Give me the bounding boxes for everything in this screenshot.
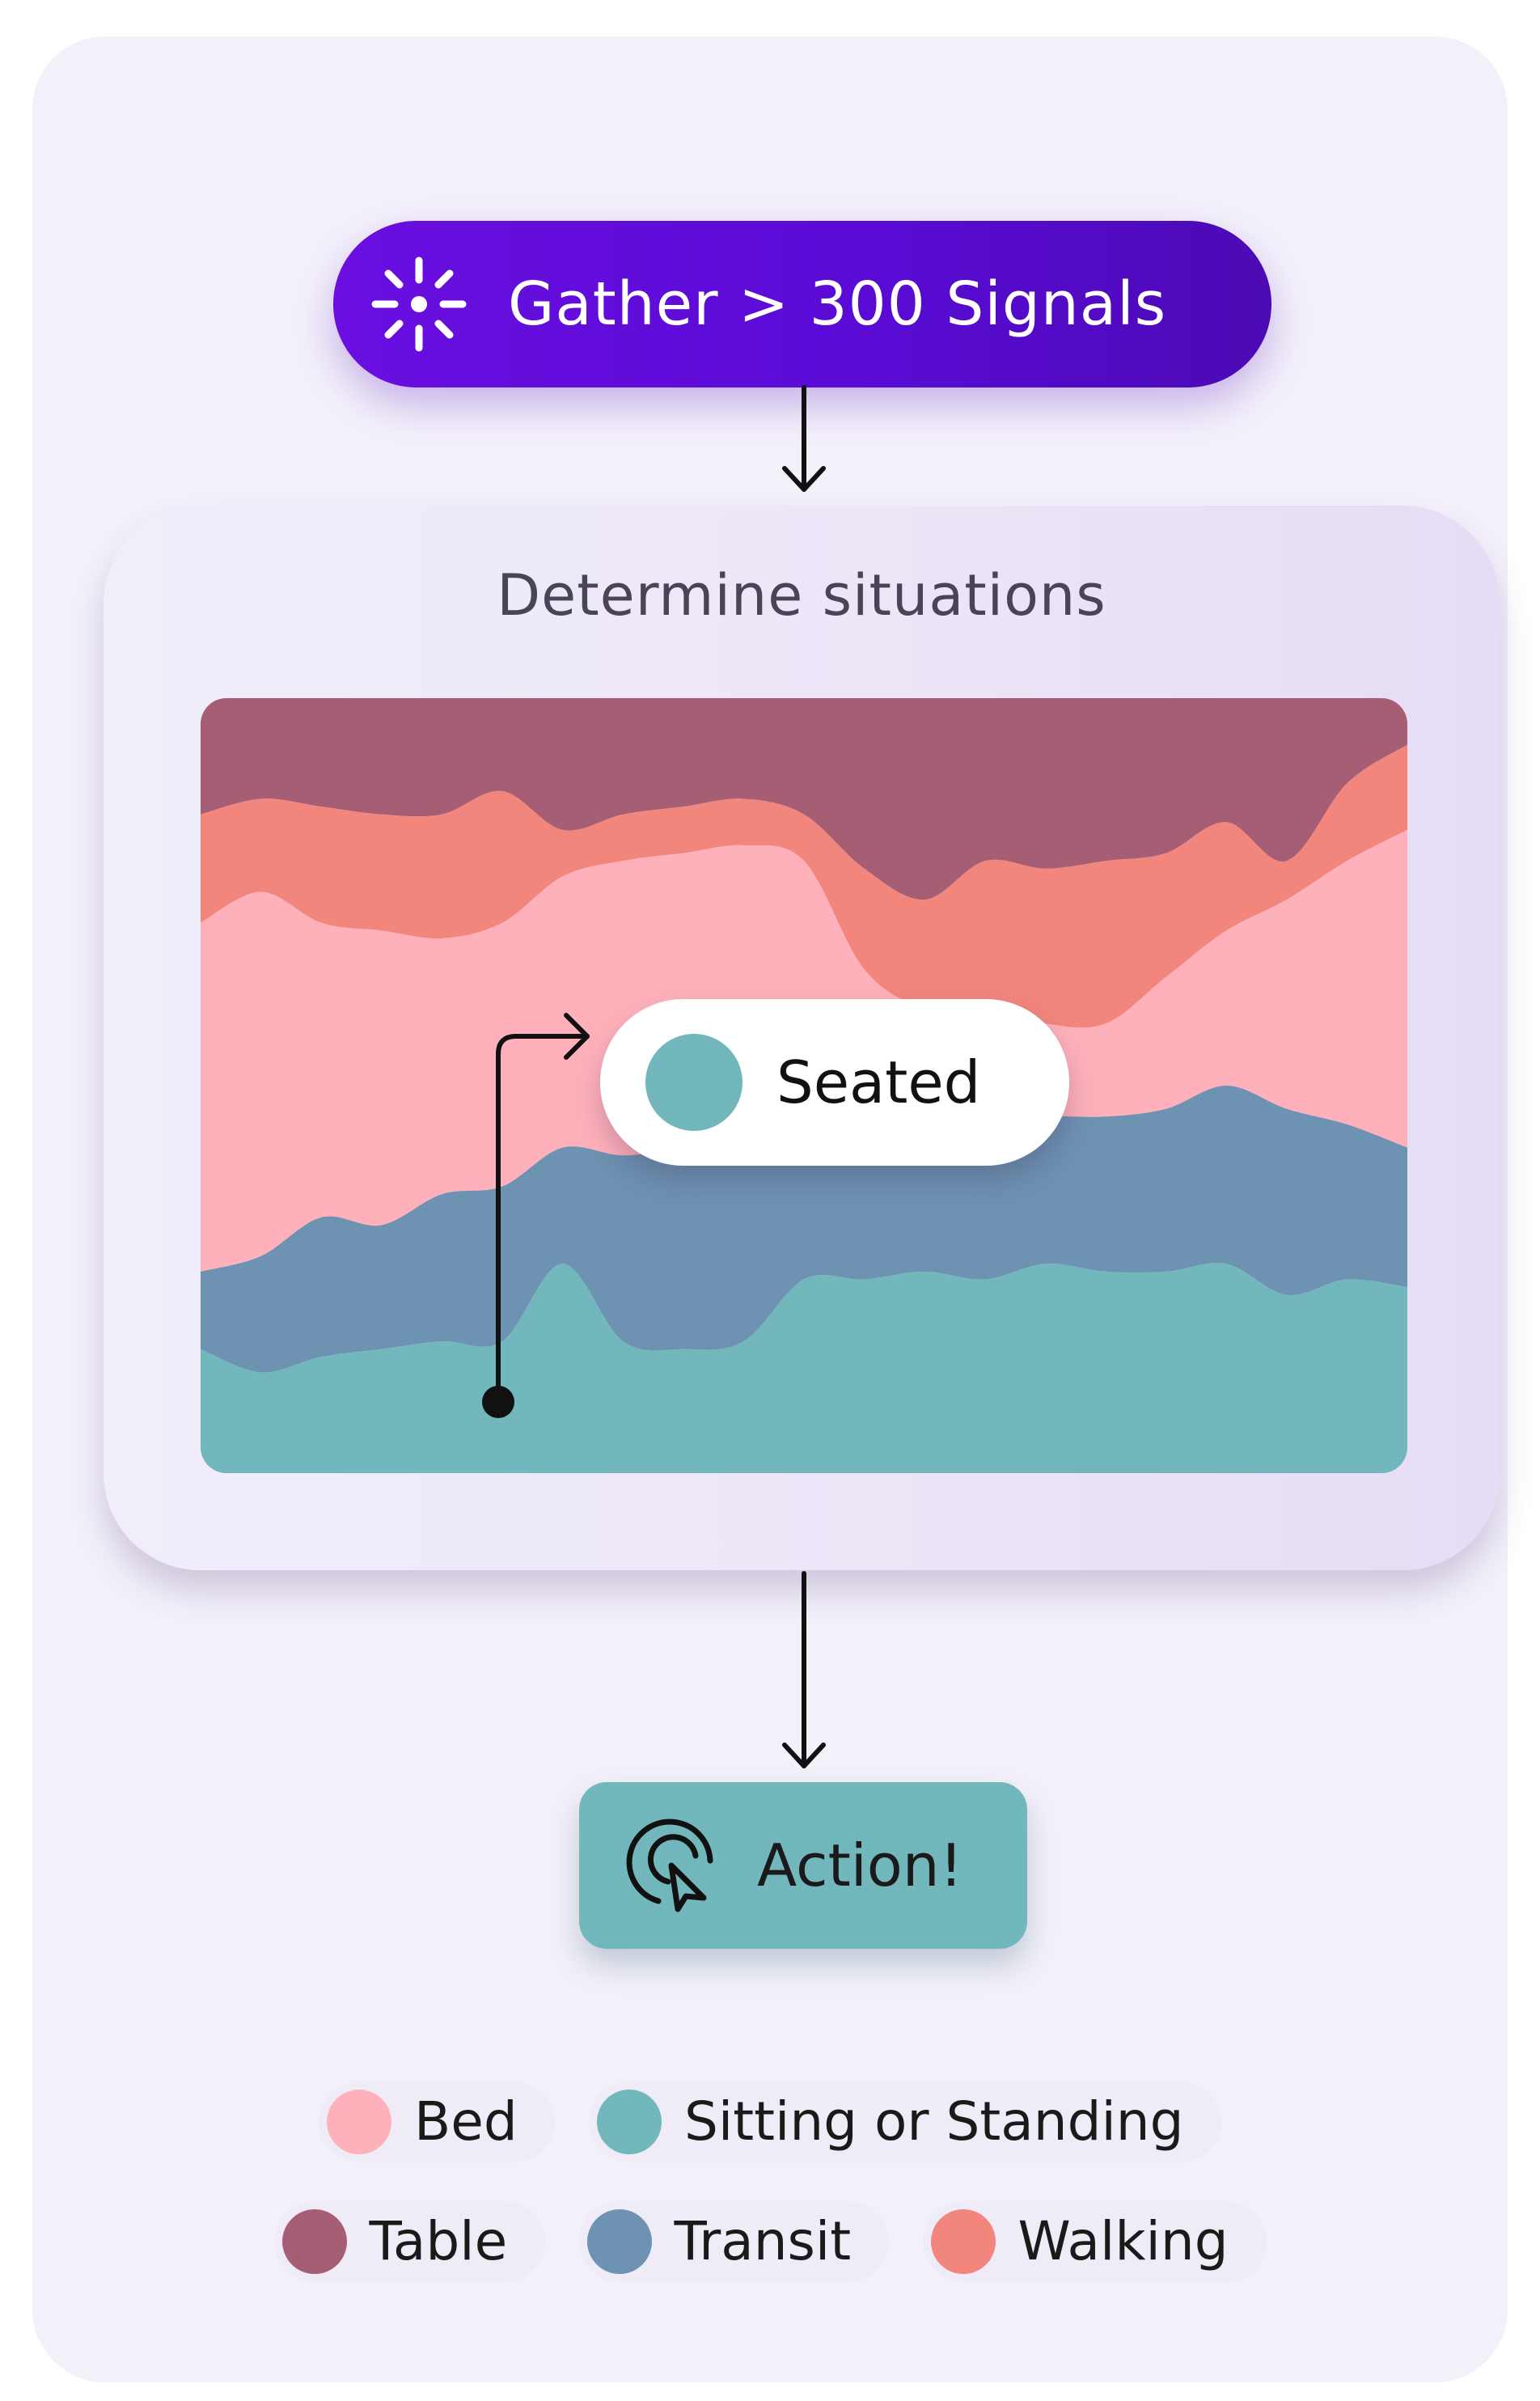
area-walking xyxy=(201,744,1407,1028)
gather-signals-pill: Gather > 300 Signals xyxy=(333,221,1271,387)
legend-label-sitting-or-standing: Sitting or Standing xyxy=(684,2090,1184,2153)
legend-dot-bed xyxy=(327,2090,391,2154)
signals-burst-icon xyxy=(371,256,467,352)
area-sitting-or-standing xyxy=(201,1263,1407,1473)
area-table xyxy=(201,698,1407,900)
legend-label-transit: Transit xyxy=(674,2210,852,2272)
legend-item-walking: Walking xyxy=(922,2201,1267,2282)
seated-label: Seated xyxy=(776,1048,981,1116)
legend-label-bed: Bed xyxy=(414,2090,518,2153)
arrow-to-situations xyxy=(782,385,826,492)
legend-dot-sitting-or-standing xyxy=(597,2090,662,2154)
seated-pill: Seated xyxy=(600,999,1069,1166)
legend-label-table: Table xyxy=(369,2210,508,2272)
legend-item-bed: Bed xyxy=(319,2081,555,2162)
gather-label: Gather > 300 Signals xyxy=(508,269,1167,339)
situations-title: Determine situations xyxy=(497,562,1106,629)
arrow-to-action xyxy=(782,1571,826,1768)
legend-dot-transit xyxy=(586,2209,652,2274)
action-label: Action! xyxy=(757,1831,963,1899)
seated-callout-arrowhead xyxy=(564,1013,590,1060)
cursor-click-icon xyxy=(626,1819,713,1912)
diagram-card: Gather > 300 Signals Determine situation… xyxy=(32,36,1508,2382)
action-box: Action! xyxy=(579,1782,1027,1949)
legend-item-transit: Transit xyxy=(578,2201,889,2282)
seated-callout-arrow xyxy=(496,1034,590,1404)
legend-dot-walking xyxy=(930,2209,996,2274)
seated-callout-origin-dot xyxy=(482,1386,514,1418)
legend-item-sitting-or-standing: Sitting or Standing xyxy=(589,2081,1221,2162)
area-transit xyxy=(201,1086,1407,1373)
legend-item-table: Table xyxy=(273,2201,545,2282)
legend-dot-table xyxy=(281,2209,347,2274)
seated-color-dot xyxy=(645,1034,742,1131)
legend-label-walking: Walking xyxy=(1018,2210,1229,2272)
